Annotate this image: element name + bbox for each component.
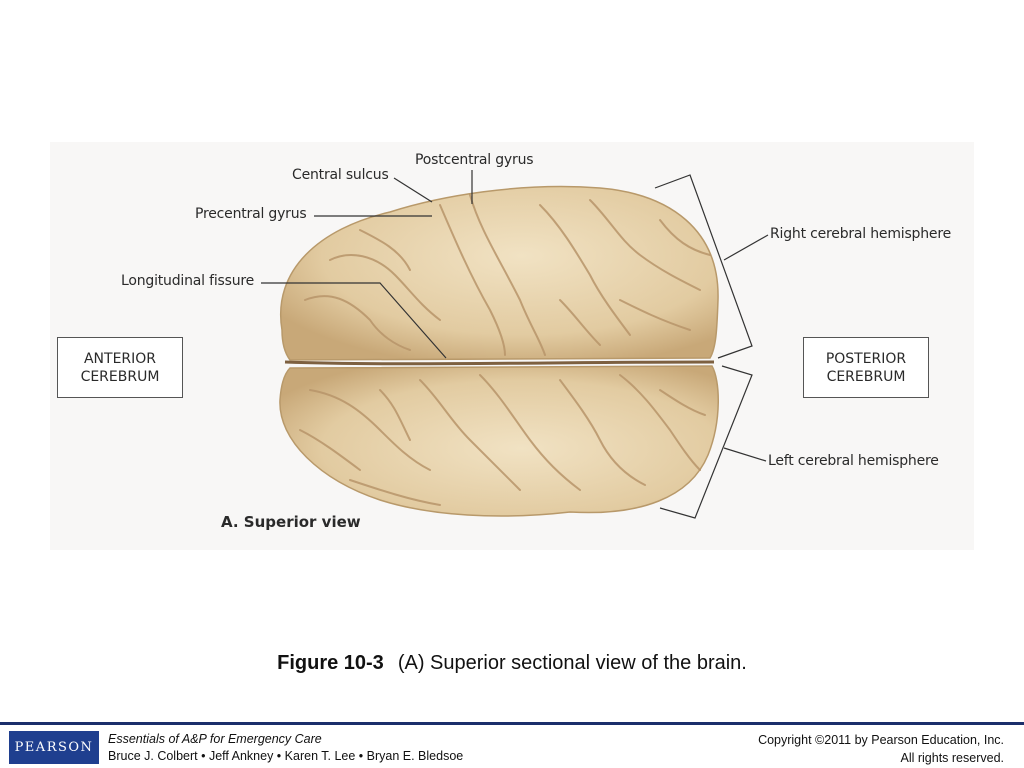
copyright-line-2: All rights reserved. — [900, 751, 1004, 765]
pearson-logo: PEARSON — [9, 731, 99, 764]
footer-rule — [0, 722, 1024, 725]
anterior-line-1: ANTERIOR — [83, 350, 157, 367]
left-hemisphere-shape — [279, 365, 719, 517]
book-authors: Bruce J. Colbert • Jeff Ankney • Karen T… — [108, 749, 464, 763]
anterior-cerebrum-box: ANTERIOR CEREBRUM — [57, 337, 183, 398]
figure-caption: Figure 10-3 (A) Superior sectional view o… — [0, 652, 1024, 675]
copyright-line-1: Copyright ©2011 by Pearson Education, In… — [758, 733, 1004, 747]
label-right-hemisphere: Right cerebral hemisphere — [770, 226, 951, 242]
right-hemisphere-shape — [280, 185, 719, 361]
posterior-line-1: POSTERIOR — [825, 350, 907, 367]
anterior-line-2: CEREBRUM — [80, 368, 160, 385]
label-central-sulcus: Central sulcus — [292, 167, 389, 183]
posterior-cerebrum-box: POSTERIOR CEREBRUM — [803, 337, 929, 398]
label-left-hemisphere: Left cerebral hemisphere — [768, 453, 939, 469]
view-label: A. Superior view — [221, 513, 361, 531]
book-title: Essentials of A&P for Emergency Care — [108, 732, 322, 746]
posterior-line-2: CEREBRUM — [826, 368, 906, 385]
figure-number: Figure 10-3 — [277, 652, 384, 674]
label-precentral-gyrus: Precentral gyrus — [195, 206, 307, 222]
caption-text: (A) Superior sectional view of the brain… — [397, 652, 747, 674]
fissure-line — [284, 360, 715, 366]
label-postcentral-gyrus: Postcentral gyrus — [415, 152, 534, 168]
label-longitudinal-fissure: Longitudinal fissure — [121, 273, 255, 289]
copyright: Copyright ©2011 by Pearson Education, In… — [758, 731, 1004, 767]
